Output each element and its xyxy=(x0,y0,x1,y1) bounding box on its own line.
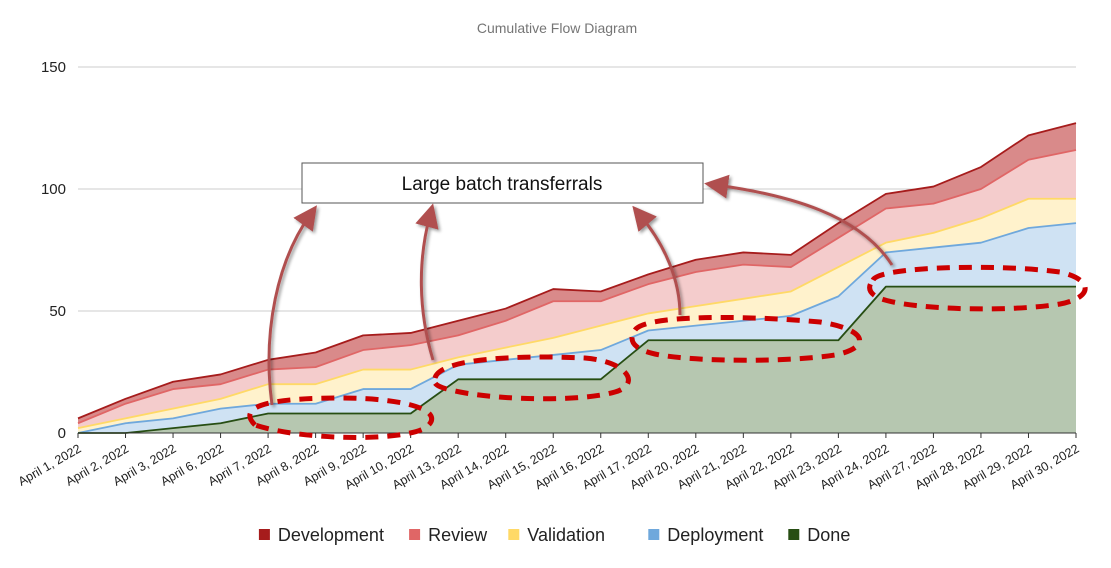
line-validation xyxy=(77,197,1076,430)
area-done xyxy=(78,286,1076,433)
legend-item-done: Done xyxy=(788,525,850,545)
area-deployment xyxy=(78,223,1076,433)
arrow-3 xyxy=(632,205,682,316)
legend-swatch xyxy=(508,529,520,540)
legend: Development Review Validation Deployment Don… xyxy=(258,525,850,545)
highlight-ellipse-1 xyxy=(247,395,435,440)
annotation-frame xyxy=(301,162,704,204)
y-tick-label: 0 xyxy=(58,425,66,442)
legend-swatch xyxy=(409,529,421,540)
legend-swatch xyxy=(258,529,270,540)
line-review xyxy=(77,149,1077,425)
y-tick-labels: 0 50 100 150 xyxy=(41,59,66,442)
legend-label: Validation xyxy=(527,525,605,545)
line-development xyxy=(77,122,1077,420)
area-review xyxy=(78,149,1076,429)
line-deployment xyxy=(77,222,1077,434)
annotation-arrows xyxy=(267,174,894,406)
legend-swatch xyxy=(788,529,800,540)
annotation-text: Large batch transferrals xyxy=(402,174,603,195)
batch-highlight-ellipses xyxy=(247,264,1088,440)
legend-item-development: Development xyxy=(258,525,384,545)
y-tick-label: 150 xyxy=(41,59,66,76)
legend-label: Review xyxy=(428,525,488,545)
line-done xyxy=(78,285,1076,434)
y-tick-label: 50 xyxy=(49,303,66,320)
area-validation xyxy=(78,198,1076,433)
legend-item-review: Review xyxy=(409,525,488,545)
y-tick-label: 100 xyxy=(41,181,66,198)
series-areas xyxy=(78,123,1076,433)
chart-title: Cumulative Flow Diagram xyxy=(477,20,637,36)
series-lines xyxy=(77,122,1077,434)
legend-label: Deployment xyxy=(667,525,763,545)
arrow-4 xyxy=(704,174,894,266)
arrow-2 xyxy=(415,203,439,361)
legend-item-deployment: Deployment xyxy=(648,525,763,545)
highlight-ellipse-2 xyxy=(431,354,631,402)
legend-swatch xyxy=(648,529,660,540)
arrow-1 xyxy=(267,205,317,406)
highlight-ellipse-4 xyxy=(867,264,1088,312)
axes xyxy=(77,432,1077,438)
legend-item-validation: Validation xyxy=(508,525,605,545)
legend-label: Development xyxy=(278,525,384,545)
annotation-box: Large batch transferrals xyxy=(301,162,704,204)
legend-label: Done xyxy=(807,525,850,545)
